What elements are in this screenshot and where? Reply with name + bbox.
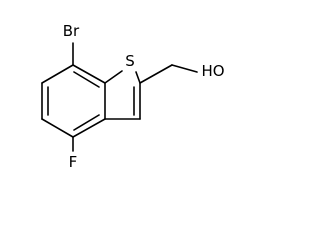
double-bond-c3a-c4 <box>73 114 100 131</box>
bond-c7a-s <box>104 70 123 84</box>
bromine-label: Br <box>63 22 80 40</box>
chemical-structure: Br S F HO <box>41 22 225 171</box>
bond-c4-c5 <box>41 118 74 138</box>
sulfur-label: S <box>125 52 135 70</box>
bond-c6-c7 <box>41 64 74 84</box>
fluorine-label: F <box>69 153 78 171</box>
bond-c2-ch2 <box>139 64 173 84</box>
bond-ch2-o <box>171 64 198 73</box>
double-bond-c7-c7a <box>73 71 100 88</box>
benzene-ring <box>41 64 106 138</box>
bond-c7-c7a <box>72 64 106 84</box>
hydroxyl-label: HO <box>201 62 224 80</box>
bond-s-c2 <box>135 71 141 84</box>
thiophene-ring <box>104 70 141 120</box>
bond-c3a-c4 <box>72 118 106 138</box>
